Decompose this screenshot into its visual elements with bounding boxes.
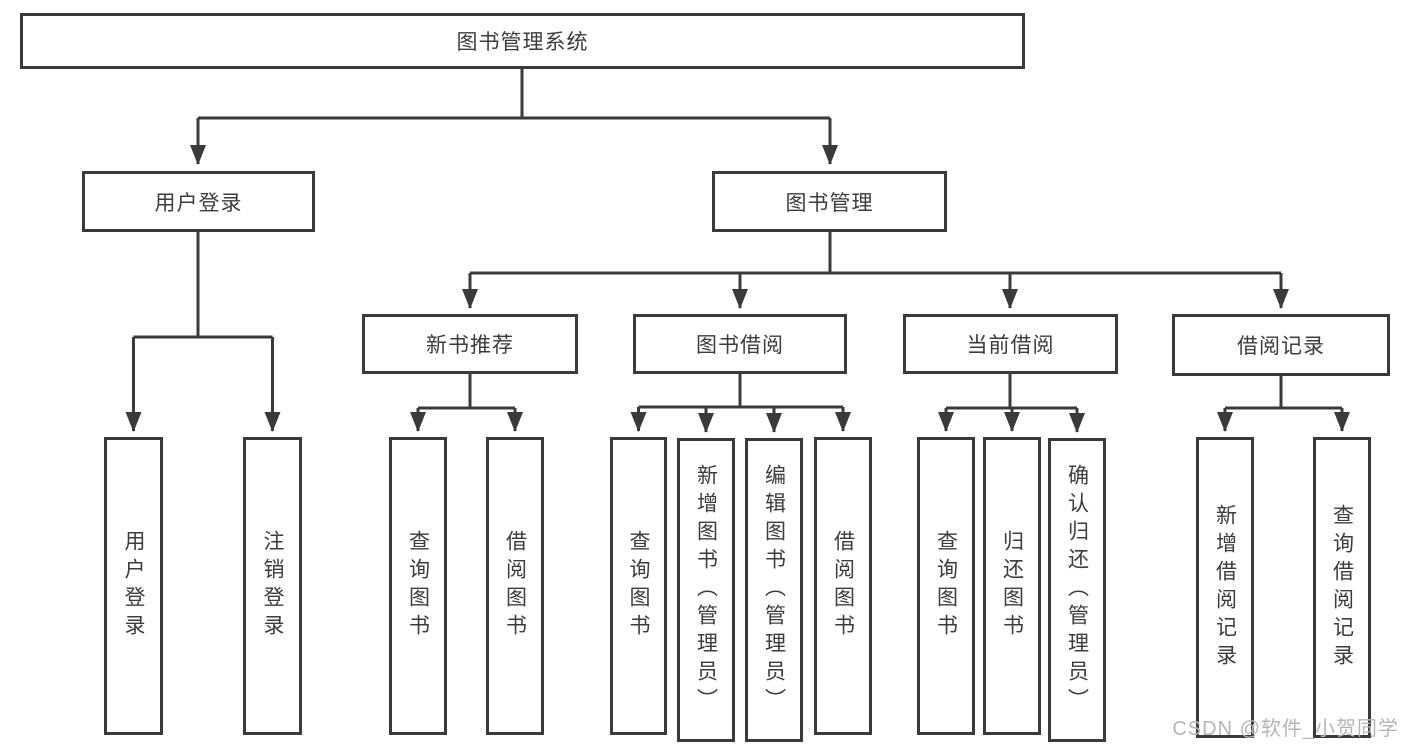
node-leaf-query-book-borrow-label: 查询图书 [627,530,650,642]
node-borrow-records-label: 借阅记录 [1237,335,1325,358]
node-book-management-label: 图书管理 [785,191,874,215]
node-leaf-add-borrow-record: 新增借阅记录 [1196,437,1254,738]
node-leaf-borrow-book-label: 借阅图书 [831,530,855,642]
node-leaf-user-login: 用户登录 [104,437,163,735]
node-leaf-add-borrow-record-label: 新增借阅记录 [1213,503,1237,672]
node-leaf-confirm-return-admin: 确认归还（管理员） [1048,438,1106,742]
node-new-book-recommend: 新书推荐 [362,314,578,374]
node-leaf-borrow-book-recommend-label: 借阅图书 [503,530,527,642]
node-user-login: 用户登录 [82,171,315,232]
node-user-login-label: 用户登录 [154,191,243,215]
node-leaf-query-book-recommend: 查询图书 [389,437,447,735]
node-new-book-recommend-label: 新书推荐 [426,334,514,357]
node-leaf-add-book-admin: 新增图书（管理员） [677,438,735,742]
node-leaf-query-borrow-record-label: 查询借阅记录 [1330,503,1354,672]
node-leaf-edit-book-admin-label: 编辑图书（管理员） [762,464,786,716]
node-borrow-records: 借阅记录 [1172,314,1390,376]
node-leaf-logout-label: 注销登录 [261,530,284,642]
node-leaf-query-borrow-record: 查询借阅记录 [1313,437,1371,738]
node-root-label: 图书管理系统 [456,31,589,54]
node-leaf-return-book-label: 归还图书 [1000,530,1024,642]
node-leaf-logout: 注销登录 [243,437,302,735]
node-leaf-query-book-borrow: 查询图书 [610,437,667,735]
node-leaf-query-book-recommend-label: 查询图书 [406,530,430,642]
node-leaf-query-book-current: 查询图书 [917,437,975,735]
node-leaf-add-book-admin-label: 新增图书（管理员） [694,464,718,716]
node-leaf-borrow-book: 借阅图书 [814,437,872,735]
csdn-watermark: CSDN @软件_小贺同学 [1172,718,1399,740]
node-current-borrow-label: 当前借阅 [966,334,1055,357]
node-leaf-query-book-current-label: 查询图书 [934,530,958,642]
node-leaf-borrow-book-recommend: 借阅图书 [486,437,544,735]
node-leaf-edit-book-admin: 编辑图书（管理员） [745,438,803,742]
node-leaf-user-login-label: 用户登录 [122,530,145,642]
node-book-management: 图书管理 [712,171,947,232]
node-current-borrow: 当前借阅 [903,314,1118,374]
node-leaf-confirm-return-admin-label: 确认归还（管理员） [1065,464,1089,716]
node-book-borrow: 图书借阅 [633,314,847,374]
node-book-borrow-label: 图书借阅 [696,334,784,357]
node-leaf-return-book: 归还图书 [983,437,1041,735]
node-root: 图书管理系统 [20,13,1025,69]
